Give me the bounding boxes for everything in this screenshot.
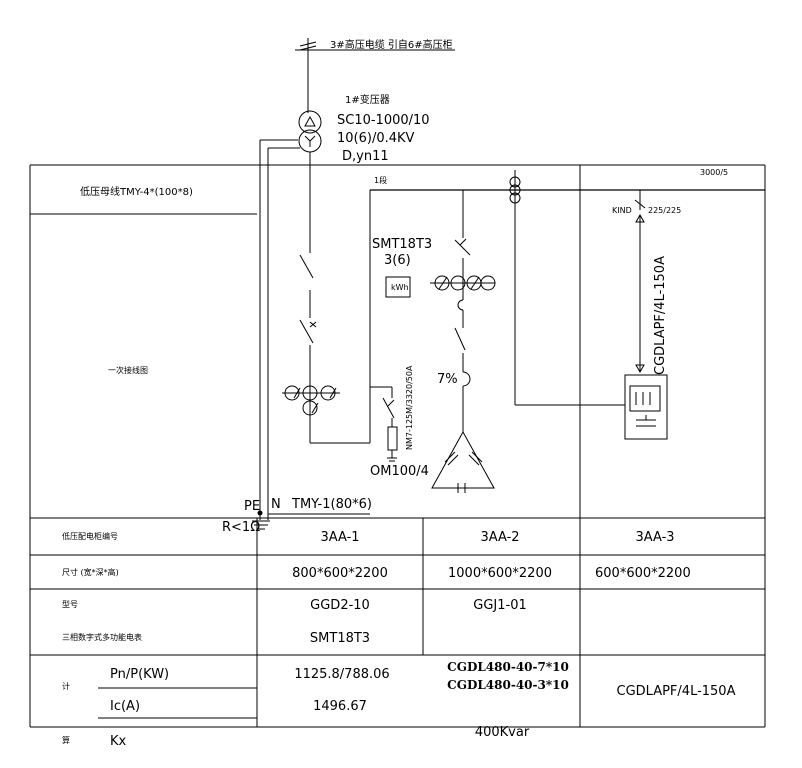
table-grid [29, 164, 766, 728]
breaker-label: NM7-125M/3320/50A [405, 365, 414, 450]
pe-n-grounding: PE N TMY-1(80*6) R<1Ω [222, 139, 372, 535]
transformer-connection: D,yn11 [342, 149, 389, 164]
ground-label: R<1Ω [222, 520, 260, 535]
incomer-branch [299, 165, 370, 444]
power-meter-icon: kWh SMT18T3 3(6) [372, 237, 432, 298]
row-label-pn: Pn/P(KW) [110, 667, 169, 682]
reactor-label: 7% [437, 372, 458, 387]
row-label-model: 型号 [62, 600, 78, 609]
diagram-row-label: 一次接线图 [108, 365, 148, 375]
row-label-meter: 三相数字式多功能电表 [62, 632, 142, 642]
kind-label: KIND [612, 206, 632, 215]
bus-ct-icon [509, 170, 625, 406]
transformer-model: SC10-1000/10 [337, 113, 430, 128]
size-3: 600*600*2200 [595, 566, 691, 581]
cabinet-no-3: 3AA-3 [635, 530, 674, 545]
pe-label: PE [244, 499, 260, 514]
capacity-2: 400Kvar [475, 725, 530, 740]
row-label-ic: Ic(A) [110, 699, 140, 714]
calc-3: CGDLAPF/4L-150A [617, 684, 736, 699]
pn-1: 1125.8/788.06 [294, 667, 389, 682]
size-1: 800*600*2200 [292, 566, 388, 581]
size-2: 1000*600*2200 [448, 566, 552, 581]
cabinet-no-2: 3AA-2 [480, 530, 519, 545]
main-busbar: 1段 3000/5 [369, 168, 765, 443]
bus-row-label: 低压母线TMY-4*(100*8) [80, 185, 193, 198]
current-transformers-icon [282, 385, 340, 416]
apf-label: CGDLAPF/4L-150A [653, 256, 668, 375]
ct-ratio-label: 3000/5 [700, 168, 728, 177]
row-label-kx: Kx [110, 734, 127, 749]
row-label-calc-bottom: 算 [62, 735, 70, 745]
row-label-cabinet-no: 低压配电柜编号 [62, 531, 118, 541]
cabinet-no-1: 3AA-1 [320, 530, 359, 545]
source-cable: 3#高压电缆 引自6#高压柜 [295, 38, 455, 113]
nbus-label: TMY-1(80*6) [291, 497, 372, 512]
capacitor-branch: 7% [430, 190, 496, 493]
meter-model-label: SMT18T3 [372, 237, 432, 252]
kind-rating-label: 225/225 [648, 206, 681, 215]
transformer: 1#变压器 SC10-1000/10 10(6)/0.4KV D,yn11 [298, 93, 430, 165]
meter-spec-label: 3(6) [384, 253, 411, 268]
calc-2-line1: CGDL480-40-7*10 [447, 660, 569, 674]
transformer-name: 1#变压器 [345, 93, 390, 106]
row-label-calc-top: 计 [62, 681, 70, 691]
surge-arrester-branch: NM7-125M/3320/50A OM100/4 [370, 365, 429, 479]
row-label-size: 尺寸 (宽*深*高) [62, 567, 119, 577]
calc-2-line2: CGDL480-40-3*10 [447, 678, 569, 692]
apf-branch: KIND 225/225 CGDLAPF/4L-150A [612, 190, 681, 440]
n-label: N [271, 497, 281, 512]
meter-1: SMT18T3 [310, 631, 370, 646]
svg-text:kWh: kWh [391, 283, 409, 292]
model-2: GGJ1-01 [473, 598, 527, 613]
surge-label: OM100/4 [370, 464, 429, 479]
bus-section-label: 1段 [374, 175, 387, 185]
transformer-ratio: 10(6)/0.4KV [337, 131, 415, 146]
ic-1: 1496.67 [313, 699, 367, 714]
source-cable-label: 3#高压电缆 引自6#高压柜 [330, 38, 453, 51]
model-1: GGD2-10 [310, 598, 370, 613]
